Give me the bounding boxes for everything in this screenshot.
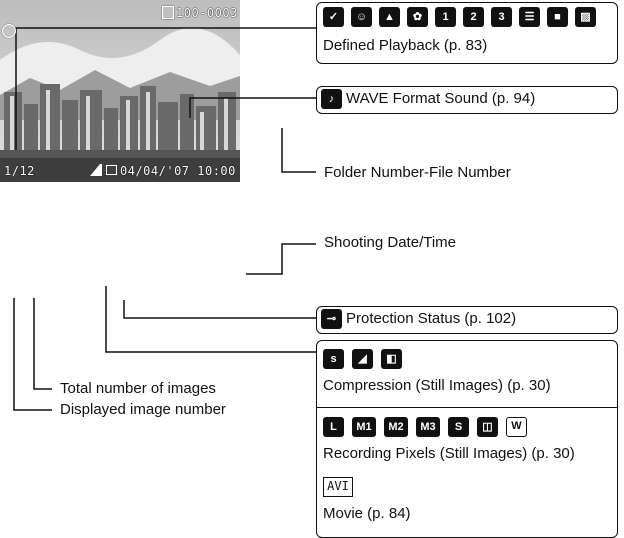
recording-pixels-icon [100,164,102,176]
file-number: 100-0003 [176,6,238,20]
movie-camera-icon: ▨ [575,7,596,27]
compression-normal-icon: ◧ [381,349,402,369]
m3-icon: M3 [416,417,440,437]
wave-sound-callout: ♪ WAVE Format Sound (p. 94) [316,86,618,114]
defined-playback-callout: ✓ ☺ ▲ ✿ 1 2 3 ☰ ■ ▨ Defined Playback (p.… [316,2,618,64]
checkmark-icon: ✓ [323,7,344,27]
movie-avi-icon: AVI [323,477,353,497]
protection-callout: ⊸ Protection Status (p. 102) [316,306,618,334]
postcard-icon: ◫ [477,417,498,437]
wave-sound-label: WAVE Format Sound (p. 94) [346,90,536,107]
people-icon: ☺ [351,7,372,27]
recording-pixels-label: Recording Pixels (Still Images) (p. 30) [323,445,575,462]
folder-icon: ■ [547,7,568,27]
category-icons-row: ✓ ☺ ▲ ✿ 1 2 3 ☰ ■ ▨ [323,7,600,27]
movie-label: Movie (p. 84) [323,505,411,522]
checkmark-icon [2,24,16,38]
protection-icon [106,165,117,175]
displayed-number-label: Displayed image number [60,401,226,418]
todo-list-icon: ☰ [519,7,540,27]
total-images-label: Total number of images [60,380,216,397]
sound-icon [162,6,174,19]
landscape-icon: ▲ [379,7,400,27]
small-icon: S [448,417,469,437]
compression-icon [90,164,100,176]
compression-icons-row: s ◢ ◧ [323,349,406,369]
flower-icon: ✿ [407,7,428,27]
date-time: 04/04/'07 10:00 [120,164,236,178]
category-3-icon: 3 [491,7,512,27]
image-info-callout: s ◢ ◧ Compression (Still Images) (p. 30)… [316,340,618,538]
shooting-date-label: Shooting Date/Time [324,234,457,251]
compression-superfine-icon: s [323,349,344,369]
city-photo [0,0,240,182]
protection-label: Protection Status (p. 102) [346,310,517,327]
folder-file-label: Folder Number-File Number [324,164,511,181]
compression-fine-icon: ◢ [352,349,373,369]
large-icon: L [323,417,344,437]
m1-icon: M1 [352,417,376,437]
widescreen-icon: W [506,417,527,437]
category-2-icon: 2 [463,7,484,27]
recording-pixels-icons-row: L M1 M2 M3 S ◫ W [323,417,531,437]
category-1-icon: 1 [435,7,456,27]
playback-screen-photo: 100-0003 1/12 04/04/'07 10:00 [0,0,240,182]
image-number: 1/12 [4,164,35,178]
compression-label: Compression (Still Images) (p. 30) [323,377,551,394]
protection-key-icon: ⊸ [321,309,342,329]
divider [317,407,617,408]
defined-playback-label: Defined Playback (p. 83) [323,37,488,54]
m2-icon: M2 [384,417,408,437]
sound-icon: ♪ [321,89,342,109]
